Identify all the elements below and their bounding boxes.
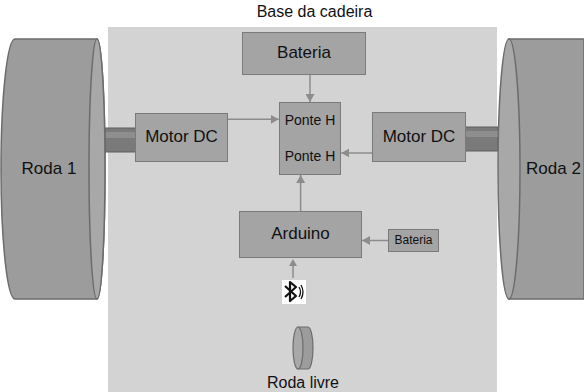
base-heading: Base da cadeira <box>108 3 497 21</box>
node-label: Ponte H <box>285 149 336 164</box>
caster-wheel: Roda livre <box>248 323 358 392</box>
signal-arrow <box>228 119 279 121</box>
motor-box: Motor DC <box>372 112 466 162</box>
signal-arrow <box>341 152 372 154</box>
caster-drawing <box>248 323 358 373</box>
wheel: Roda 2 <box>497 38 584 300</box>
node-label: Bateria <box>277 44 331 63</box>
node-label: Roda 2 <box>526 160 581 179</box>
node-label: Roda livre <box>267 374 339 392</box>
node-label: Arduino <box>271 225 330 244</box>
wheel: Roda 1 <box>0 38 106 300</box>
signal-arrow <box>362 240 388 242</box>
node-label: Motor DC <box>383 128 456 147</box>
chair-base: Base da cadeiraBateriaMotor DCPonte HPon… <box>108 27 497 392</box>
signal-arrow <box>289 259 297 278</box>
node-label: Motor DC <box>145 128 218 147</box>
node-label: Roda 1 <box>22 160 77 179</box>
battery-box: Bateria <box>388 229 438 252</box>
motor-box: Motor DC <box>135 113 228 162</box>
node-label: Bateria <box>394 234 432 247</box>
motor-shaft <box>105 128 136 152</box>
battery-box: Bateria <box>242 32 366 75</box>
arduino-box: Arduino <box>239 211 362 258</box>
signal-arrow <box>309 75 311 102</box>
bluetooth-icon <box>282 280 306 304</box>
node-label: Ponte H <box>285 113 336 128</box>
h-bridge-box: Ponte H Ponte H <box>279 102 342 175</box>
signal-arrow <box>300 175 302 211</box>
motor-shaft <box>465 127 498 151</box>
